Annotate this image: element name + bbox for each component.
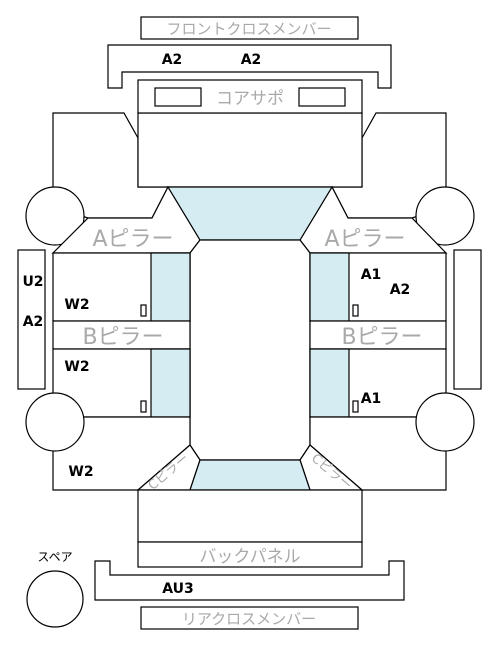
rear-left-wheel bbox=[25, 392, 85, 452]
rear-window bbox=[189, 459, 311, 491]
left-rear-door-handle bbox=[140, 400, 147, 413]
right-rear-window bbox=[309, 348, 350, 418]
left-rear-window bbox=[150, 348, 191, 418]
spare-tire bbox=[26, 570, 84, 628]
right-rear-door-code: A1 bbox=[361, 391, 382, 407]
right-front-door-handle bbox=[352, 304, 359, 317]
left-side-sill-code-a: A2 bbox=[23, 314, 44, 330]
right-b-pillar-panel bbox=[309, 320, 447, 350]
front-bumper-code-left: A2 bbox=[162, 52, 183, 68]
left-rear-quarter-code: W2 bbox=[68, 464, 93, 480]
left-a-pillar-label: Aピラー bbox=[92, 227, 173, 252]
front-cross-member-label: フロントクロスメンバー bbox=[166, 20, 331, 38]
right-front-door-code-1: A1 bbox=[361, 267, 382, 283]
rear-bumper-code: AU3 bbox=[162, 581, 194, 597]
core-support-label: コアサポ bbox=[216, 89, 284, 109]
rear-bumper-panel bbox=[94, 560, 405, 601]
right-b-pillar-label: Bピラー bbox=[341, 325, 422, 350]
front-bumper-code-right: A2 bbox=[241, 52, 262, 68]
core-support-right-slot bbox=[298, 87, 346, 107]
front-cross-member-box bbox=[140, 16, 359, 40]
left-side-sill bbox=[17, 249, 46, 390]
right-front-door-code-2: A2 bbox=[390, 282, 411, 298]
front-bumper-panel bbox=[107, 44, 392, 89]
roof-panel bbox=[189, 239, 311, 461]
left-front-door-code: W2 bbox=[64, 297, 89, 313]
left-b-pillar-panel bbox=[52, 320, 191, 350]
core-support-left-slot bbox=[154, 87, 202, 107]
back-panel bbox=[137, 541, 363, 568]
left-rear-door-code: W2 bbox=[64, 359, 89, 375]
hood-panel bbox=[137, 112, 363, 188]
trunk-panel bbox=[137, 489, 363, 543]
left-front-window bbox=[150, 252, 191, 322]
right-a-pillar-label: Aピラー bbox=[324, 227, 405, 252]
rear-right-wheel bbox=[415, 392, 475, 452]
right-side-sill bbox=[453, 249, 482, 390]
right-front-window bbox=[309, 252, 350, 322]
rear-cross-member-box bbox=[140, 606, 359, 630]
left-front-door-handle bbox=[140, 304, 147, 317]
left-side-sill-code-u: U2 bbox=[22, 274, 43, 290]
left-b-pillar-label: Bピラー bbox=[82, 325, 163, 350]
rear-cross-member-label: リアクロスメンバー bbox=[182, 610, 316, 628]
right-rear-door-handle bbox=[352, 400, 359, 413]
spare-tire-label: スペア bbox=[37, 550, 72, 564]
back-panel-label: バックパネル bbox=[199, 547, 300, 567]
front-right-wheel bbox=[415, 186, 475, 246]
front-left-wheel bbox=[25, 186, 85, 246]
